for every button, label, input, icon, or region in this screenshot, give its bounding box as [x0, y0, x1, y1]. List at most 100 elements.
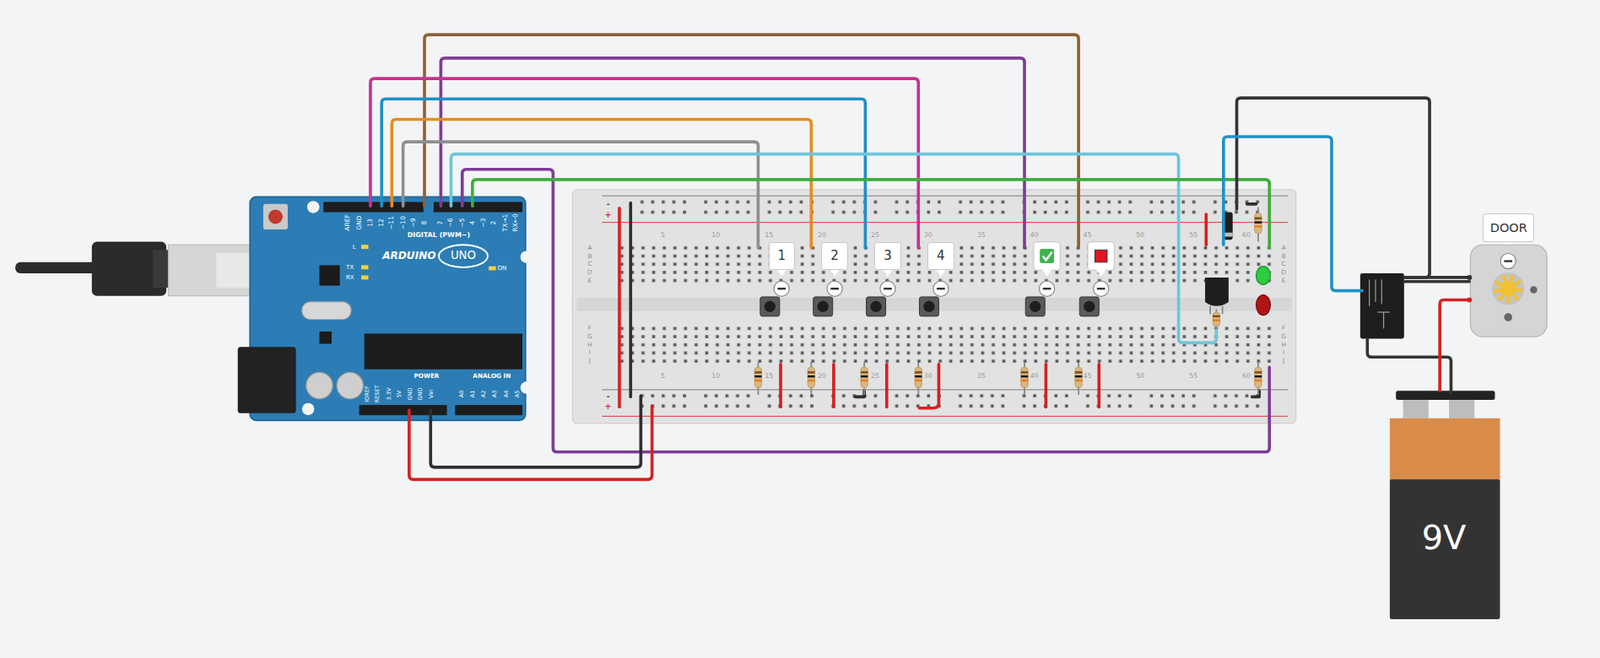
column-number: 20	[817, 232, 827, 239]
brand-name: ARDUINO	[382, 250, 436, 261]
pin-label: A5	[514, 389, 521, 398]
led-label: L	[352, 243, 357, 250]
pin-label: GND	[417, 387, 424, 400]
pin-label: ~6	[448, 217, 455, 228]
column-number: 30	[924, 372, 933, 380]
pin-label: AREF	[345, 214, 352, 231]
wires	[370, 34, 1470, 480]
row-letter: D	[587, 269, 593, 276]
pin-label: A1	[470, 389, 476, 398]
column-number: 40	[1030, 372, 1039, 380]
header-label: ANALOG IN	[472, 373, 511, 380]
pin-label: RESET	[374, 384, 381, 403]
power-wire	[1439, 299, 1471, 391]
pin-label: 3.3V	[385, 387, 392, 400]
row-letter: H	[1281, 341, 1286, 348]
pin-label: A4	[502, 389, 509, 398]
column-number: 50	[1135, 232, 1145, 239]
pin-label: ~10	[400, 216, 407, 230]
row-letter: E	[1281, 277, 1287, 284]
pin-label: Vin	[428, 389, 435, 399]
pin-label: 13	[367, 218, 374, 228]
row-letter: A	[587, 244, 592, 251]
push-buttons	[760, 297, 1099, 317]
pin-label: ~5	[459, 217, 466, 228]
column-number: 10	[711, 372, 720, 380]
jumper-wires	[619, 203, 1260, 409]
button-label: 1	[768, 242, 795, 271]
arduino-board: ARDUINO UNO	[249, 196, 525, 421]
components	[1205, 212, 1271, 316]
part-label: DOOR	[1482, 213, 1535, 244]
column-number: 45	[1082, 372, 1092, 380]
row-letter: C	[587, 261, 592, 268]
column-number: 55	[1189, 372, 1198, 380]
row-letter: J	[589, 357, 591, 364]
row-letter: B	[587, 253, 592, 260]
callout-number: 3	[883, 249, 892, 263]
pin-label: TX→1	[502, 213, 509, 232]
pin-label: ~11	[389, 216, 396, 230]
row-letter: G	[587, 333, 593, 340]
callout-number: 4	[936, 249, 946, 263]
resistor-symbols	[754, 206, 1262, 395]
model-name: UNO	[450, 250, 476, 262]
column-number: 15	[764, 232, 773, 239]
pin-label: ~9	[410, 217, 417, 228]
column-number: 40	[1030, 232, 1039, 239]
pin-label: GND	[356, 215, 363, 230]
row-letter: F	[588, 325, 592, 332]
header-label: POWER	[413, 373, 439, 380]
tooltip-icons	[776, 242, 1514, 277]
rail-sign: +	[605, 403, 612, 412]
column-number: 45	[1082, 232, 1092, 239]
pin-label: A3	[491, 389, 498, 398]
pin-label: 5V	[396, 389, 403, 398]
pin-label: 4	[469, 220, 476, 225]
callout-number: 1	[777, 249, 786, 263]
row-letter: B	[1281, 253, 1287, 260]
row-letter: J	[1282, 357, 1285, 364]
pin-label: 2	[490, 220, 498, 225]
relay	[1360, 273, 1405, 339]
breadboard	[572, 189, 1296, 424]
pin-label: IOREF	[364, 385, 371, 402]
column-number: 60	[1242, 372, 1251, 380]
column-number: 60	[1242, 232, 1251, 239]
row-letter: I	[1282, 350, 1285, 357]
column-number: 20	[817, 372, 827, 380]
pin-label: 8	[421, 220, 428, 225]
column-number: 50	[1135, 372, 1145, 380]
row-letter: C	[1281, 261, 1287, 268]
column-number: 35	[977, 232, 986, 239]
led-label: TX	[345, 264, 354, 271]
header-label: DIGITAL (PWM~)	[407, 232, 471, 239]
motor: DOOR	[1470, 244, 1547, 337]
pin-label: 7	[437, 220, 445, 225]
battery	[1389, 390, 1501, 620]
battery: 9V	[1389, 390, 1501, 620]
led-label: ON	[497, 265, 508, 272]
row-letter: E	[588, 277, 593, 284]
row-letter: A	[1281, 244, 1287, 251]
row-letter: H	[587, 341, 592, 348]
column-number: 5	[660, 232, 665, 239]
pin-label: A2	[481, 389, 487, 398]
row-letter: I	[589, 350, 591, 357]
callout-number: 2	[830, 249, 839, 263]
column-number: 25	[870, 232, 880, 239]
column-number: 10	[711, 232, 720, 239]
voltage-label: 9V	[1421, 521, 1467, 556]
pin-label: 12	[378, 218, 385, 228]
pin-label: A0	[458, 389, 465, 398]
button-label: 3	[874, 242, 901, 271]
led-label: RX	[345, 274, 355, 281]
rail-sign: -	[606, 200, 611, 209]
row-letter: F	[1281, 325, 1286, 332]
row-letter: G	[1281, 333, 1287, 340]
pin-label: RX←0	[512, 213, 519, 232]
column-number: 15	[764, 372, 773, 380]
pin-label: ~3	[480, 217, 487, 228]
